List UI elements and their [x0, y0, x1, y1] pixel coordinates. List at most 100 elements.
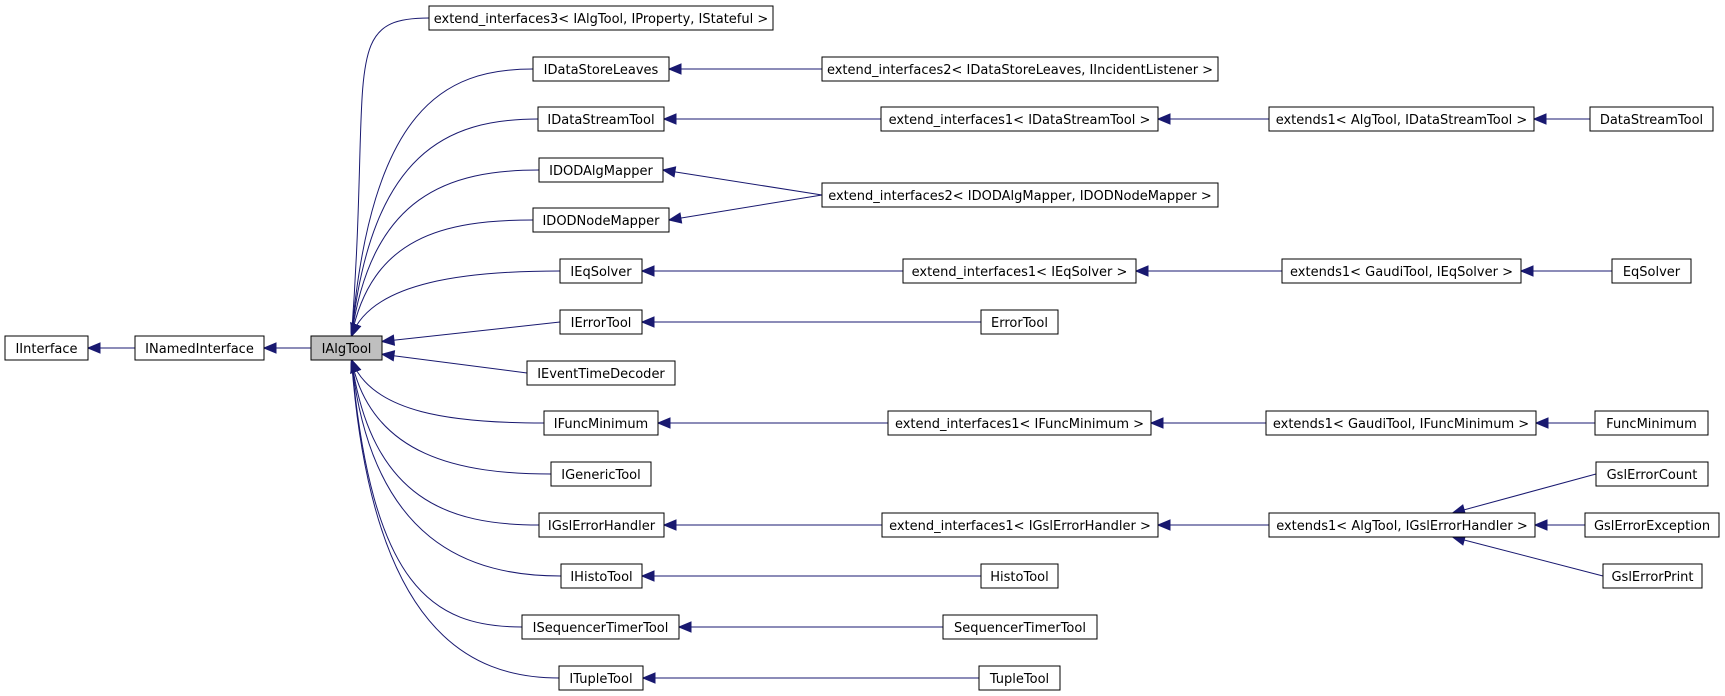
class-node-box[interactable] [134, 335, 265, 361]
class-node-ext2-idodalg-mapper[interactable]: extend_interfaces2< IDODAlgMapper, IDODN… [821, 182, 1219, 208]
arrowhead-ievent-time-decoder-to-ialg-tool [380, 350, 396, 362]
class-node-box[interactable] [821, 56, 1219, 82]
class-node-isequencer-timer-tool[interactable]: ISequencerTimerTool [521, 614, 680, 640]
class-node-func-minimum[interactable]: FuncMinimum [1594, 410, 1709, 436]
class-node-box[interactable] [1265, 410, 1537, 436]
class-node-box[interactable] [821, 182, 1219, 208]
edge-ext2-idodalg-mapper-to-idodalg-mapper [662, 169, 823, 196]
class-node-box[interactable] [1268, 106, 1535, 132]
class-node-box[interactable] [1589, 106, 1714, 132]
class-node-box[interactable] [310, 335, 383, 361]
class-node-gsl-error-exception[interactable]: GslErrorException [1584, 512, 1720, 538]
class-node-extends1-gsl-error-handler[interactable]: extends1< AlgTool, IGslErrorHandler > [1268, 512, 1536, 538]
class-node-label: TupleTool [989, 672, 1049, 687]
class-node-tuple-tool[interactable]: TupleTool [978, 665, 1061, 691]
class-node-box[interactable] [980, 563, 1059, 589]
class-node-ievent-time-decoder[interactable]: IEventTimeDecoder [526, 360, 676, 386]
class-node-box[interactable] [1602, 563, 1703, 589]
class-node-histo-tool[interactable]: HistoTool [980, 563, 1059, 589]
class-node-box[interactable] [1594, 410, 1709, 436]
class-node-ifunc-minimum[interactable]: IFuncMinimum [543, 410, 659, 436]
class-node-box[interactable] [1268, 512, 1536, 538]
class-node-box[interactable] [887, 410, 1152, 436]
class-node-box[interactable] [538, 512, 665, 538]
class-node-extends1-eq-solver[interactable]: extends1< GaudiTool, IEqSolver > [1281, 258, 1522, 284]
class-node-label: FuncMinimum [1606, 417, 1697, 432]
class-node-ituple-tool[interactable]: ITupleTool [558, 665, 644, 691]
class-node-label: IErrorTool [571, 316, 632, 331]
class-node-label: ITupleTool [569, 672, 632, 687]
edges-layer [86, 17, 1612, 684]
class-node-box[interactable] [560, 563, 643, 589]
edge-ihisto-tool-to-ialg-tool [351, 359, 562, 577]
edge-gsl-error-print-to-extends1-gsl-error-handler [1452, 536, 1604, 577]
class-node-box[interactable] [881, 512, 1159, 538]
class-node-ext1-igsl-error-handler[interactable]: extend_interfaces1< IGslErrorHandler > [881, 512, 1159, 538]
class-node-box[interactable] [1584, 512, 1720, 538]
class-node-box[interactable] [1611, 258, 1692, 284]
class-node-label: GslErrorException [1594, 519, 1710, 534]
class-node-idodalg-mapper[interactable]: IDODAlgMapper [538, 157, 664, 183]
class-node-igeneric-tool[interactable]: IGenericTool [550, 461, 652, 487]
class-node-ext3-ialg-tool[interactable]: extend_interfaces3< IAlgTool, IProperty,… [428, 5, 774, 31]
class-node-ihisto-tool[interactable]: IHistoTool [560, 563, 643, 589]
class-node-box[interactable] [1595, 461, 1709, 487]
class-node-gsl-error-print[interactable]: GslErrorPrint [1602, 563, 1703, 589]
class-node-idata-stream-tool[interactable]: IDataStreamTool [537, 106, 665, 132]
class-node-ext2-idata-store-leaves[interactable]: extend_interfaces2< IDataStoreLeaves, II… [821, 56, 1219, 82]
arrowhead-extends1-func-minimum-to-ext1-ifunc-minimum [1149, 417, 1164, 429]
class-node-inamed-interface[interactable]: INamedInterface [134, 335, 265, 361]
arrowhead-sequencer-timer-tool-to-isequencer-timer-tool [677, 621, 692, 633]
class-node-box[interactable] [550, 461, 652, 487]
edge-ierror-tool-to-ialg-tool [381, 321, 561, 342]
class-node-box[interactable] [526, 360, 676, 386]
class-node-label: IEqSolver [570, 265, 632, 280]
class-node-box[interactable] [538, 157, 664, 183]
arrowhead-ext1-igsl-error-handler-to-igsl-error-handler [662, 519, 677, 531]
class-node-label: extends1< GaudiTool, IEqSolver > [1290, 265, 1513, 280]
class-node-box[interactable] [428, 5, 774, 31]
arrowhead-gsl-error-exception-to-extends1-gsl-error-handler [1533, 519, 1548, 531]
class-node-box[interactable] [537, 106, 665, 132]
class-node-sequencer-timer-tool[interactable]: SequencerTimerTool [942, 614, 1098, 640]
class-node-box[interactable] [532, 207, 670, 233]
class-node-label: extend_interfaces1< IFuncMinimum > [895, 417, 1144, 432]
class-node-gsl-error-count[interactable]: GslErrorCount [1595, 461, 1709, 487]
class-node-ierror-tool[interactable]: IErrorTool [559, 309, 643, 335]
class-node-box[interactable] [559, 309, 643, 335]
class-node-box[interactable] [558, 665, 644, 691]
class-node-box[interactable] [532, 56, 670, 82]
class-node-box[interactable] [521, 614, 680, 640]
class-node-label: IDODAlgMapper [549, 164, 653, 179]
class-node-idodnode-mapper[interactable]: IDODNodeMapper [532, 207, 670, 233]
class-node-box[interactable] [880, 106, 1159, 132]
class-node-error-tool[interactable]: ErrorTool [980, 309, 1059, 335]
class-node-data-stream-tool[interactable]: DataStreamTool [1589, 106, 1714, 132]
class-node-idata-store-leaves[interactable]: IDataStoreLeaves [532, 56, 670, 82]
class-node-igsl-error-handler[interactable]: IGslErrorHandler [538, 512, 665, 538]
arrowhead-tuple-tool-to-ituple-tool [641, 672, 656, 684]
class-node-extends1-data-stream-tool[interactable]: extends1< AlgTool, IDataStreamTool > [1268, 106, 1535, 132]
class-node-box[interactable] [559, 258, 643, 284]
class-node-box[interactable] [980, 309, 1059, 335]
class-node-label: GslErrorCount [1607, 468, 1698, 483]
nodes-layer: IInterface INamedInterface IAlgTool extend_… [4, 5, 1720, 691]
class-node-box[interactable] [4, 335, 89, 361]
class-node-ieq-solver[interactable]: IEqSolver [559, 258, 643, 284]
arrowhead-error-tool-to-ierror-tool [640, 316, 655, 328]
class-node-label: INamedInterface [145, 342, 254, 357]
class-node-eq-solver[interactable]: EqSolver [1611, 258, 1692, 284]
class-node-box[interactable] [1281, 258, 1522, 284]
class-node-ext1-ifunc-minimum[interactable]: extend_interfaces1< IFuncMinimum > [887, 410, 1152, 436]
class-node-ialg-tool[interactable]: IAlgTool [310, 335, 383, 361]
class-node-box[interactable] [902, 258, 1137, 284]
class-node-box[interactable] [942, 614, 1098, 640]
class-node-label: IInterface [15, 342, 77, 357]
class-node-label: extend_interfaces1< IGslErrorHandler > [889, 519, 1151, 534]
class-node-iinterface[interactable]: IInterface [4, 335, 89, 361]
class-node-box[interactable] [543, 410, 659, 436]
class-node-ext1-idata-stream-tool[interactable]: extend_interfaces1< IDataStreamTool > [880, 106, 1159, 132]
class-node-extends1-func-minimum[interactable]: extends1< GaudiTool, IFuncMinimum > [1265, 410, 1537, 436]
class-node-box[interactable] [978, 665, 1061, 691]
class-node-ext1-ieq-solver[interactable]: extend_interfaces1< IEqSolver > [902, 258, 1137, 284]
